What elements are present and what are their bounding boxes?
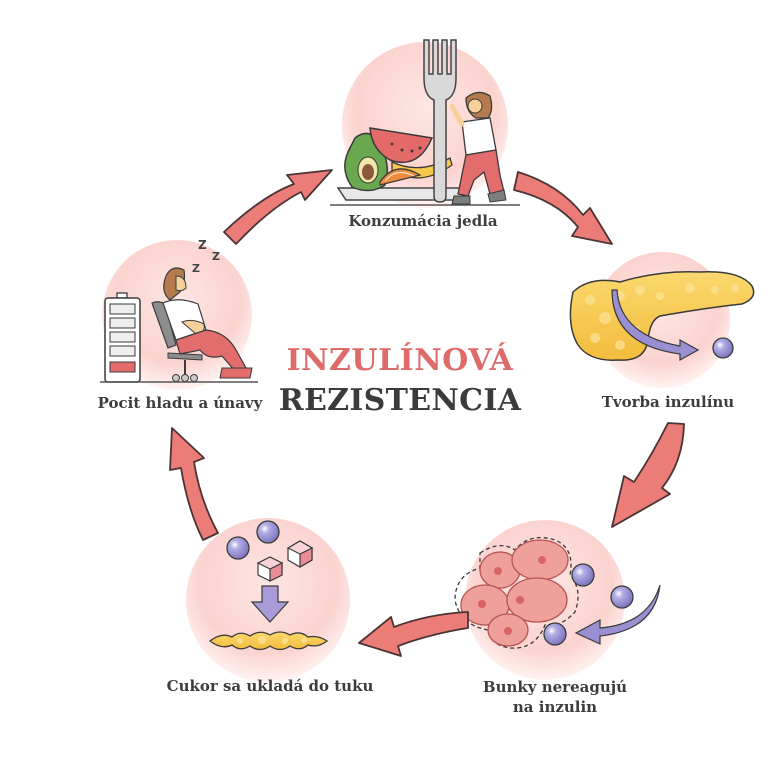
step-label-tired: Pocit hladu a únavy [97, 394, 263, 412]
insulin-molecule-icon [571, 563, 595, 587]
title-line-1: INZULÍNOVÁ [286, 343, 514, 378]
arrow-cells-to-fat [358, 611, 469, 657]
svg-text:Z: Z [198, 238, 207, 252]
cell-nuclei [478, 556, 546, 635]
tired-person-chair-icon [151, 267, 253, 382]
watermelon-icon [369, 127, 434, 164]
insulin-molecule-icon [543, 622, 567, 646]
arrow-insulin-to-cells [611, 422, 685, 528]
glucose-molecule-icon [256, 520, 280, 544]
step-cells [454, 520, 661, 680]
glucose-molecule-icon [226, 536, 250, 560]
insulin-molecule-icon [610, 585, 634, 609]
person-pushing-icon [449, 91, 507, 205]
step-label-insulin: Tvorba inzulínu [601, 393, 735, 411]
fat-tissue-icon [208, 631, 329, 651]
svg-text:Z: Z [192, 262, 200, 275]
sugar-cube-icon [256, 556, 284, 582]
rejected-insulin-arrow-icon [574, 584, 661, 645]
step-label-fat: Cukor sa ukladá do tuku [166, 677, 374, 695]
insulin-release-arrow-icon [611, 289, 700, 362]
arrow-fat-to-tired [169, 427, 219, 541]
arrow-tired-to-food [223, 169, 333, 245]
step-tired: Z Z Z [100, 238, 258, 390]
fork-icon [423, 39, 457, 203]
arrow-food-to-insulin [513, 171, 613, 245]
step-label-cells-line-1: Bunky nereagujú [482, 678, 628, 696]
step-insulin [569, 252, 755, 388]
svg-text:Z: Z [212, 250, 220, 263]
step-fat [186, 518, 350, 682]
step-label-cells: Bunky nereagujú na inzulin [470, 677, 640, 717]
title-line-2: REZISTENCIA [278, 383, 522, 418]
insulin-molecule-icon [712, 337, 734, 359]
orange-slice-icon [379, 168, 422, 186]
down-arrow-icon [250, 585, 290, 623]
sleep-zzz-icon: Z Z Z [192, 238, 220, 275]
sugar-cube-icon [286, 540, 314, 569]
cycle-arrows [169, 169, 685, 657]
step-food [330, 39, 520, 208]
step-label-food: Konzumácia jedla [348, 212, 498, 230]
cell-group-icon [460, 539, 569, 647]
battery-low-icon [104, 292, 141, 383]
step-label-cells-line-2: na inzulin [512, 698, 598, 716]
